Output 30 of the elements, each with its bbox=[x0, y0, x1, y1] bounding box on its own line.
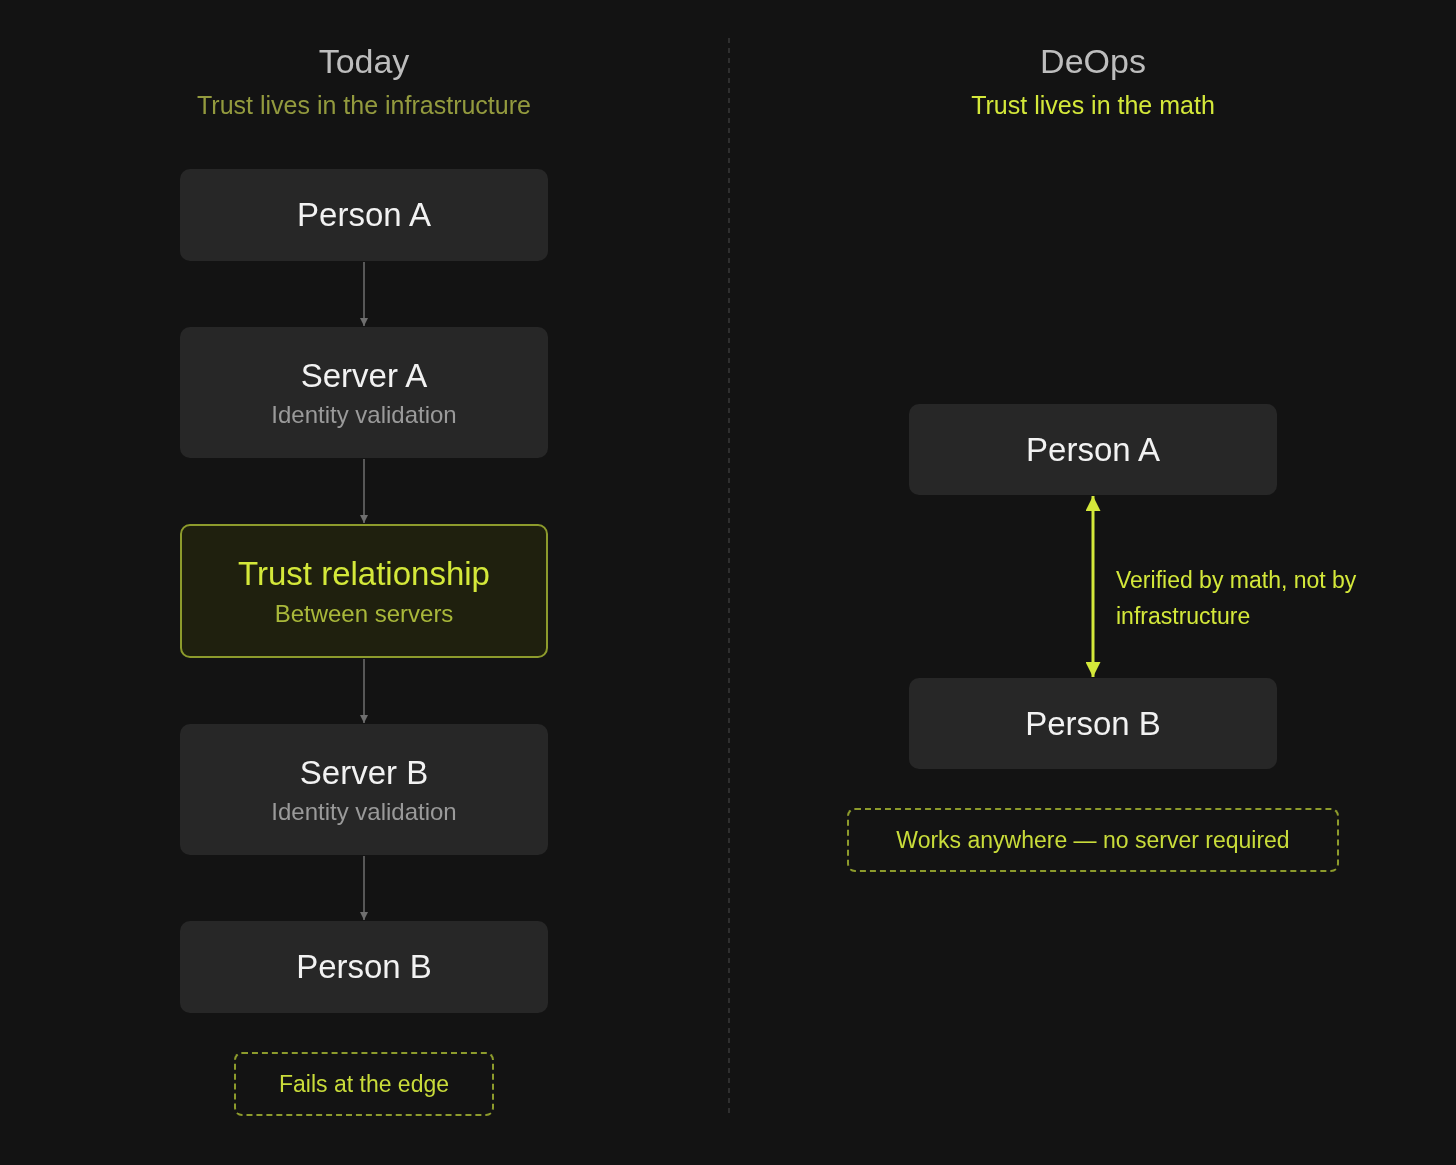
node-title: Works anywhere — no server required bbox=[896, 825, 1290, 855]
process-box bbox=[180, 169, 548, 261]
node-subtitle: Identity validation bbox=[271, 400, 457, 431]
process-box bbox=[909, 678, 1277, 769]
column-heading: DeOps bbox=[1039, 41, 1147, 82]
dashed-note-box bbox=[234, 1052, 494, 1116]
arrow bbox=[360, 855, 368, 921]
arrow bbox=[1085, 496, 1101, 677]
process-box bbox=[180, 327, 548, 458]
process-box bbox=[909, 404, 1277, 495]
node-title: Fails at the edge bbox=[278, 1069, 450, 1099]
arrow bbox=[360, 658, 368, 724]
column-subtitle: Trust lives in the math bbox=[970, 90, 1216, 121]
node-title: Server A bbox=[300, 355, 428, 396]
column-subtitle: Trust lives in the infrastructure bbox=[196, 90, 532, 121]
node-title: Person B bbox=[1025, 703, 1161, 744]
node-title: Person A bbox=[1026, 429, 1160, 470]
process-box bbox=[180, 921, 548, 1013]
process-box bbox=[180, 724, 548, 855]
column-heading: Today bbox=[317, 41, 411, 82]
node-subtitle: Between servers bbox=[274, 598, 454, 629]
node-subtitle: Identity validation bbox=[271, 797, 457, 828]
arrow bbox=[360, 261, 368, 327]
node-title: Server B bbox=[299, 752, 429, 793]
node-title: Trust relationship bbox=[238, 554, 490, 595]
highlighted-box bbox=[180, 524, 548, 658]
dashed-note-box bbox=[847, 808, 1339, 872]
node-title: Person A bbox=[297, 195, 431, 236]
node-title: Person B bbox=[296, 947, 432, 988]
arrow bbox=[360, 458, 368, 524]
